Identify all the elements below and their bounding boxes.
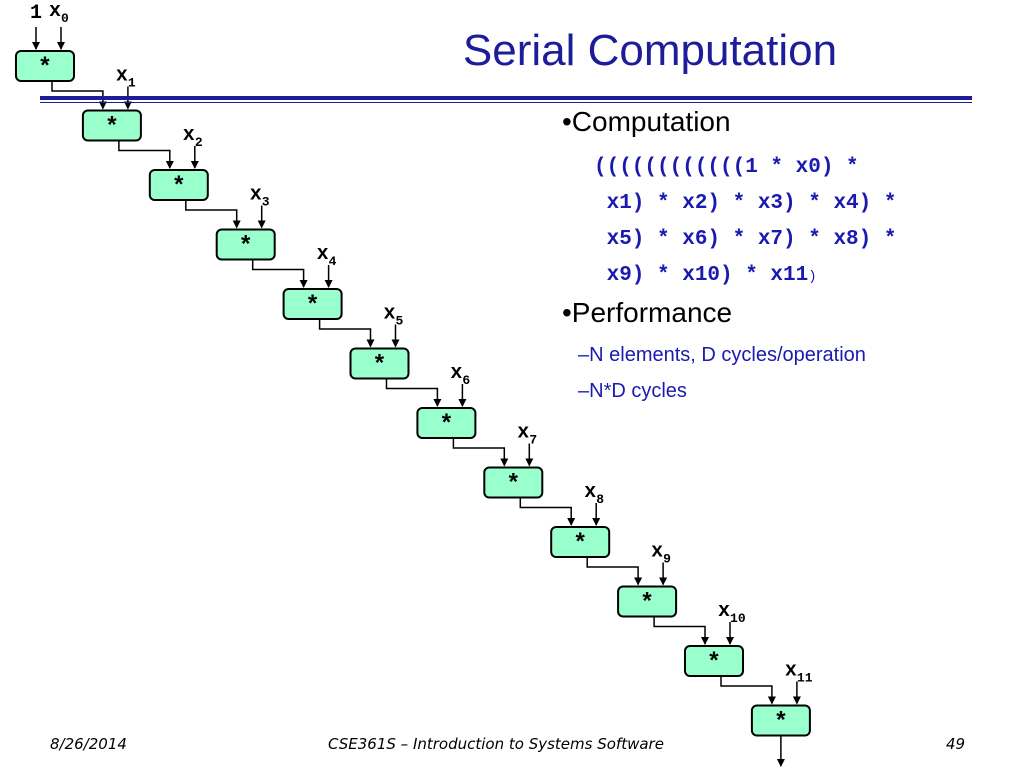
multiply-operator: * — [573, 531, 587, 558]
footer-course: CSE361S – Introduction to Systems Softwa… — [328, 735, 664, 753]
multiply-operator: * — [372, 353, 386, 380]
variable-label: x5 — [384, 303, 404, 329]
chain-wire — [185, 200, 241, 229]
multiply-node — [617, 585, 678, 618]
variable-label: x3 — [250, 184, 270, 210]
variable-label: x9 — [651, 541, 671, 567]
chain-wire — [720, 676, 776, 705]
variable-label: x6 — [450, 362, 470, 388]
multiply-node — [148, 169, 209, 201]
multiply-operator: * — [707, 650, 721, 677]
multiply-operator: * — [439, 412, 453, 439]
multiply-operator: * — [640, 591, 654, 618]
variable-label: x1 — [116, 65, 136, 91]
multiply-node — [215, 228, 276, 261]
code-line: x5) * x6) * x7) * x8) * — [594, 228, 897, 251]
multiply-operator: * — [506, 472, 520, 499]
code-block: ((((((((((((1 * x0) * x1) * x2) * x3) * … — [594, 150, 896, 295]
chain-wire — [385, 378, 442, 407]
code-line: ((((((((((((1 * x0) * — [594, 156, 859, 179]
multiply-node — [550, 526, 611, 558]
page-number: 49 — [946, 735, 966, 753]
title-rule — [40, 96, 972, 100]
bullet-computation: •Computation — [562, 106, 731, 137]
sub-item-elements: –N elements, D cycles/operation — [578, 344, 866, 366]
chain-wire — [318, 319, 375, 348]
multiply-node — [684, 645, 744, 677]
code-close-paren: ) — [808, 269, 817, 285]
multiply-node — [750, 704, 811, 737]
footer-date: 8/26/2014 — [50, 735, 127, 753]
chain-wire — [519, 497, 576, 526]
code-line: x1) * x2) * x3) * x4) * — [594, 192, 897, 215]
variable-label: x2 — [183, 124, 203, 150]
code-line: x9) * x10) * x11 — [594, 264, 809, 287]
title-rule-thin — [40, 102, 972, 103]
multiply-operator: * — [38, 55, 52, 82]
initial-input-label: 1 — [30, 2, 42, 25]
multiply-node — [81, 109, 142, 142]
chain-wire — [586, 557, 643, 586]
variable-label: x10 — [718, 600, 746, 626]
variable-label: x0 — [49, 0, 69, 26]
variable-label: x8 — [584, 481, 604, 507]
chain-wire — [51, 81, 107, 110]
multiply-node — [416, 407, 477, 439]
multiply-operator: * — [238, 234, 252, 261]
chain-wire — [118, 140, 174, 169]
multiply-operator: * — [105, 115, 119, 142]
multiply-operator: * — [305, 293, 319, 320]
chain-wire — [452, 438, 509, 467]
sub-item-cycles: –N*D cycles — [578, 380, 687, 402]
multiply-node — [282, 288, 343, 320]
chain-wire — [251, 259, 308, 288]
variable-label: x7 — [517, 422, 537, 448]
multiply-node — [15, 50, 75, 82]
multiply-node — [483, 466, 544, 499]
multiply-operator: * — [774, 710, 788, 737]
bullet-performance: •Performance — [562, 297, 733, 328]
chain-wire — [653, 616, 709, 645]
slide-title: Serial Computation — [462, 26, 838, 75]
multiply-node — [349, 347, 410, 380]
multiply-operator: * — [172, 174, 186, 201]
variable-label: x4 — [317, 243, 337, 269]
variable-label: x11 — [785, 660, 813, 686]
